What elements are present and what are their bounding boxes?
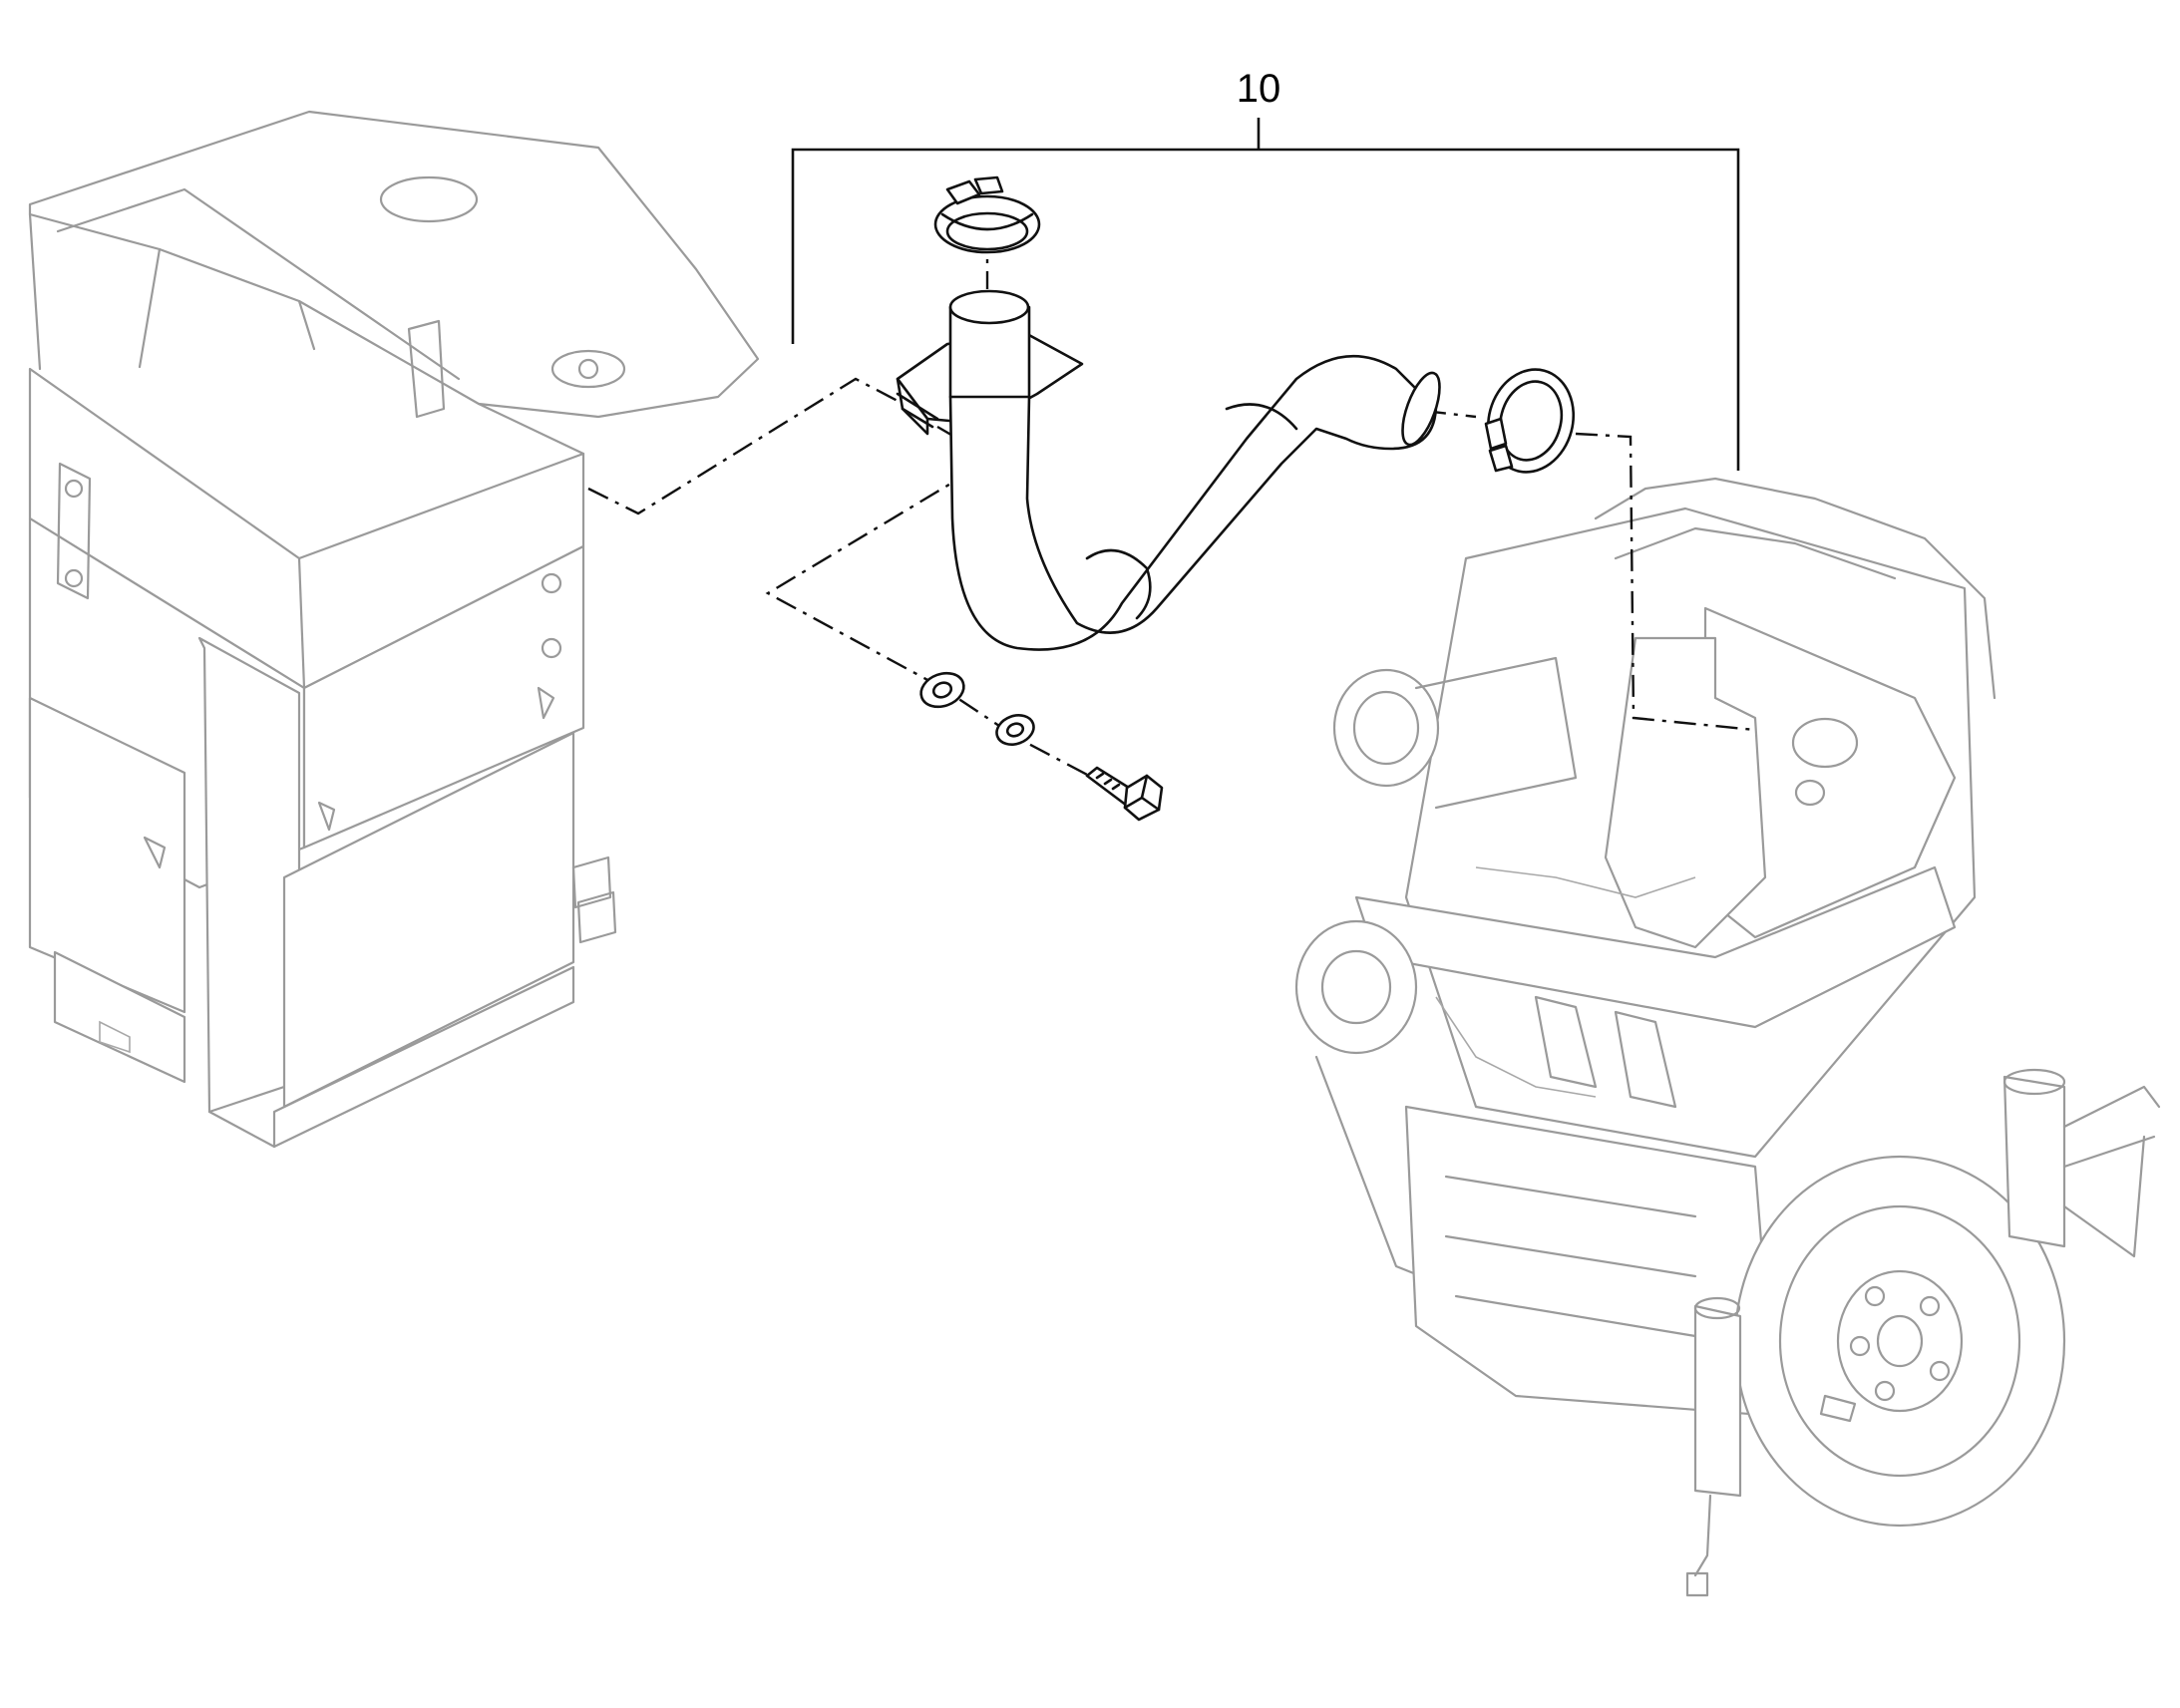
callout-10-group: 10 — [791, 67, 1740, 471]
hood-frame — [28, 110, 760, 1149]
engine-assembly — [1294, 477, 2161, 1597]
callout-10-bracket — [791, 118, 1740, 471]
washer-1 — [919, 671, 965, 709]
callout-10-label: 10 — [1237, 67, 1281, 111]
bolt — [1085, 766, 1164, 822]
guide-line-clamp-to-engine — [1575, 432, 1756, 732]
washer-2 — [995, 714, 1035, 746]
upper-band-clamp — [933, 175, 1041, 254]
lower-band-clamp — [1484, 368, 1576, 474]
exhaust-pipe — [896, 289, 1441, 651]
guide-line-bracket-to-frame — [587, 377, 899, 515]
exhaust-pipe-body — [948, 354, 1438, 651]
